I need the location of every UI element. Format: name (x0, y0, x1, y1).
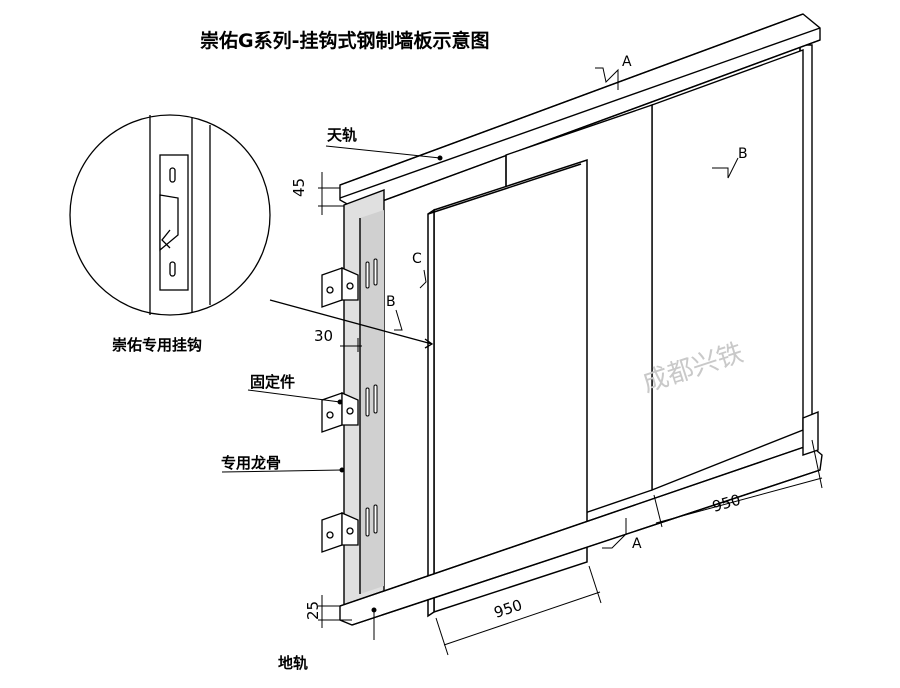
dim-bottom-offset-text: 25 (304, 601, 322, 620)
fixing-bracket (321, 512, 359, 553)
label-leaders (221, 145, 443, 640)
dimension-gap (340, 338, 362, 352)
bottom-rail (339, 410, 823, 626)
fixing-bracket (321, 267, 359, 308)
diagram-title: 崇佑G系列-挂钩式钢制墙板示意图 (200, 29, 489, 52)
bottom-rail-label: 地轨 (278, 654, 308, 672)
fixing-brackets (321, 267, 359, 553)
section-b-back-text: B (738, 146, 748, 162)
section-a-top-text: A (622, 54, 632, 70)
front-panel (427, 158, 588, 618)
fixing-bracket (321, 392, 359, 433)
keel-label: 专用龙骨 (221, 454, 281, 472)
dim-front-width-text: 950 (492, 596, 525, 622)
top-rail (339, 13, 821, 211)
section-mark-a-top (595, 67, 619, 90)
hook-detail-callout (69, 114, 434, 349)
section-mark-b-back (712, 157, 739, 179)
dim-gap-text: 30 (314, 327, 333, 345)
dimension-front-panel-width (435, 565, 602, 656)
keel-slots (365, 258, 378, 537)
section-mark-b-front (394, 309, 403, 331)
fixing-label: 固定件 (250, 373, 295, 391)
section-c-text: C (412, 251, 422, 267)
dimension-top-offset (318, 172, 344, 215)
section-b-front-text: B (386, 294, 396, 310)
dimension-bottom-offset (318, 595, 352, 628)
section-mark-c (419, 269, 427, 289)
dim-top-offset-text: 45 (290, 178, 308, 197)
section-a-bottom-text: A (632, 536, 642, 552)
dimension-back-panel-width (653, 439, 823, 528)
hook-label: 崇佑专用挂钩 (112, 336, 202, 354)
top-rail-label: 天轨 (327, 126, 357, 144)
section-mark-a-bottom (602, 518, 627, 549)
